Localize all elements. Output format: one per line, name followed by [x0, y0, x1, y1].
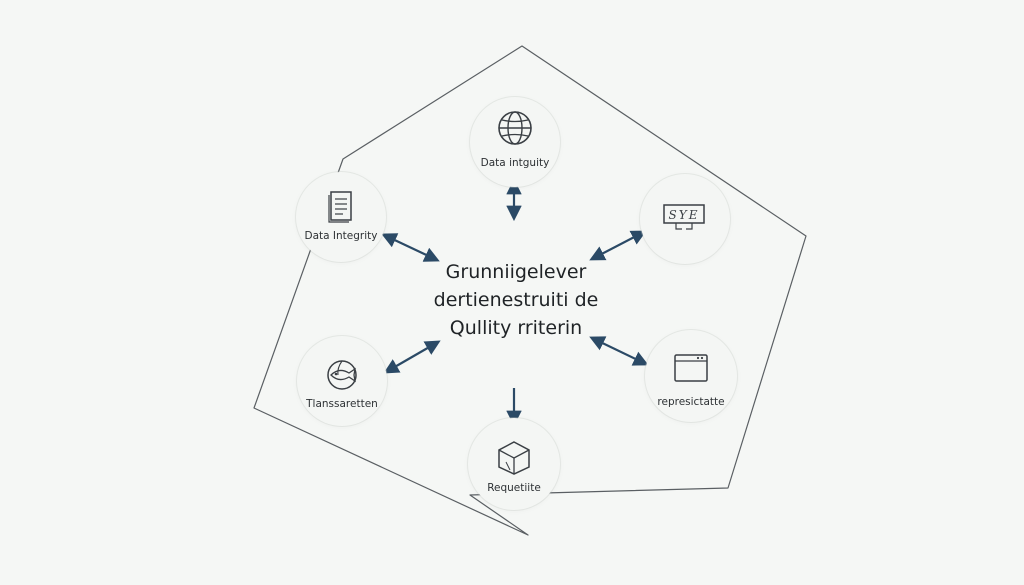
node-top-label: Data intguity	[480, 157, 550, 169]
center-title: Grunniigelever dertienestruiti de Qullit…	[410, 258, 622, 342]
node-lower-left[interactable]: Tlanssaretten	[297, 336, 387, 426]
node-top[interactable]: Data intguity	[470, 97, 560, 187]
node-lower-right[interactable]: represictatte	[645, 330, 737, 422]
arrow-upper-left	[381, 233, 440, 262]
code-symbol-text: SYE	[669, 208, 700, 222]
node-upper-right[interactable]: SYE	[640, 174, 730, 264]
globe-icon	[498, 111, 532, 145]
center-title-line-1: Grunniigelever	[445, 261, 587, 283]
browser-window-icon	[674, 354, 708, 382]
node-upper-left[interactable]: Data Integrity	[296, 172, 386, 262]
node-lower-right-label: represictatte	[657, 396, 725, 408]
center-title-line-3: Qullity rriterin	[449, 317, 583, 339]
node-bottom-label: Requetiite	[487, 482, 541, 494]
arrow-upper-right	[589, 230, 647, 261]
fish-globe-icon	[327, 360, 357, 390]
center-title-line-2: dertienestruiti de	[433, 289, 599, 311]
node-bottom[interactable]: Requetiite	[468, 418, 560, 510]
node-upper-left-label: Data Integrity	[304, 230, 378, 242]
arrow-lower-left	[383, 340, 441, 374]
document-icon	[328, 191, 352, 223]
code-symbol-icon: SYE	[663, 204, 705, 230]
cube-icon	[498, 441, 530, 475]
node-lower-left-label: Tlanssaretten	[306, 398, 378, 410]
arrow-lower-right	[589, 336, 649, 366]
